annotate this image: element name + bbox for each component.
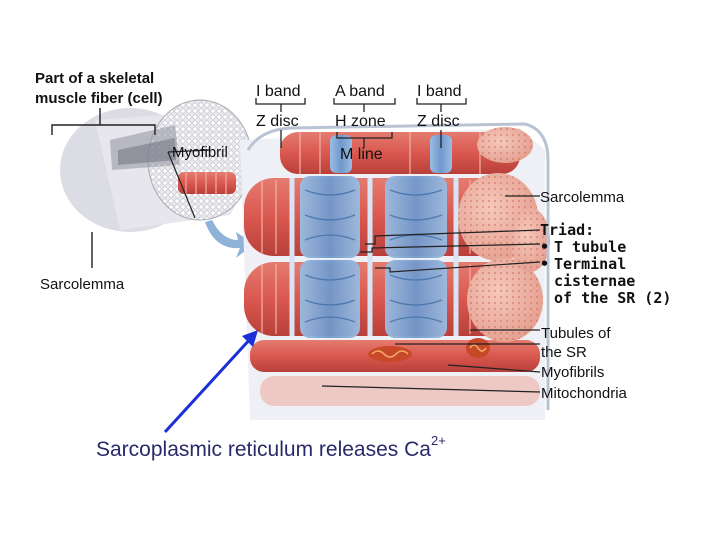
myofibril-label: Myofibril — [172, 144, 228, 161]
band-brackets — [255, 98, 467, 148]
mitochondria-shapes — [368, 338, 490, 362]
i-band-left-label: I band — [256, 83, 301, 100]
myofibril-pointer-lines — [167, 149, 211, 219]
sarcolemma-outline — [246, 122, 550, 410]
fiber-label-line1: Part of a skeletal — [35, 70, 155, 87]
h-zone-label: H zone — [335, 113, 386, 130]
t-tubule-label: •T tubule — [540, 238, 627, 256]
fiber-label-line2: muscle fiber (cell) — [35, 90, 163, 107]
i-band-right-label: I band — [417, 83, 462, 100]
tubules-sr-label-line2: the SR — [541, 344, 587, 361]
bullet-icon: • — [540, 255, 550, 273]
triad-label: Triad: — [540, 221, 595, 239]
z-disc-right-label: Z disc — [417, 113, 460, 130]
caption: Sarcoplasmic reticulum releases Ca2+ — [96, 433, 446, 461]
transition-arrow-icon — [205, 220, 254, 258]
sarcomere-block — [240, 122, 550, 420]
a-band-label: A band — [335, 83, 385, 100]
fiber-label-bracket — [51, 108, 156, 135]
z-disc-left-label: Z disc — [256, 113, 299, 130]
m-line-label: M line — [340, 146, 383, 163]
terminal-cisternae-line2: cisternae — [554, 272, 636, 290]
bullet-icon: • — [540, 238, 550, 256]
terminal-cisternae-label: •Terminal — [540, 255, 627, 273]
tubules-sr-label-line1: Tubules of — [541, 325, 611, 342]
muscle-fiber-illustration — [60, 99, 260, 232]
ca-release-arrow — [163, 330, 258, 434]
sarcolemma-left-label: Sarcolemma — [40, 276, 125, 293]
terminal-cisternae-line3: of the SR (2) — [554, 289, 672, 307]
sarcolemma-right-label: Sarcolemma — [540, 189, 625, 206]
myofibrils-label: Myofibrils — [541, 364, 605, 381]
mitochondria-label: Mitochondria — [541, 385, 627, 402]
right-leader-lines — [321, 195, 541, 393]
